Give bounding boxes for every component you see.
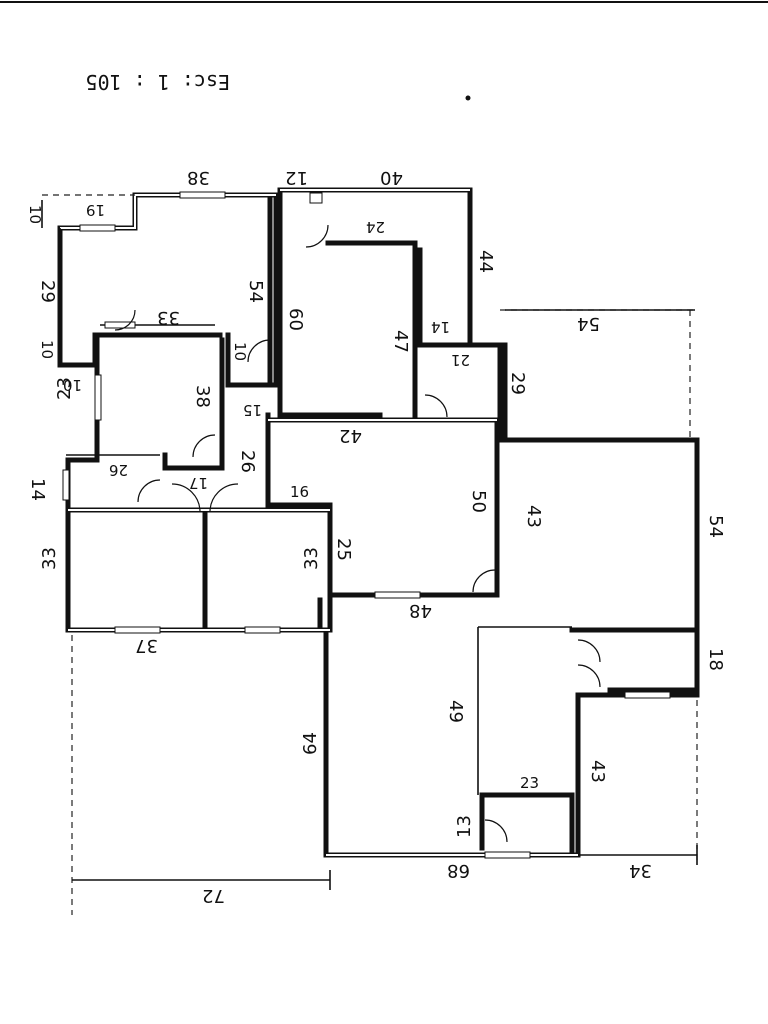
dim-label: 33 [301, 547, 322, 570]
dim-label: 12 [285, 167, 308, 188]
dim-label: 37 [135, 635, 158, 656]
dim-label: 43 [523, 505, 544, 528]
dim-label: 14 [27, 478, 48, 501]
dim-label: 25 [333, 538, 354, 561]
dim-label: 43 [587, 760, 608, 783]
dim-label: 10 [26, 205, 44, 224]
dim-label: 24 [366, 218, 385, 236]
dim-label: 38 [192, 385, 213, 408]
dim-label: 40 [380, 167, 403, 188]
dim-label: 10 [63, 376, 82, 394]
ink-dot [465, 95, 471, 101]
dim-label: 10 [38, 340, 56, 359]
dashed-lines [42, 194, 698, 915]
dim-label: 14 [431, 318, 450, 336]
walls [57, 187, 700, 858]
dim-label: 18 [705, 648, 726, 671]
scale-note: Esc: 1 : 105 [86, 70, 231, 94]
dim-label: 68 [447, 860, 470, 881]
dimension-lines [41, 200, 698, 890]
dim-label: 48 [409, 600, 432, 621]
dim-label: 49 [445, 700, 466, 723]
dim-label: 13 [454, 815, 475, 838]
dim-label: 15 [243, 401, 262, 419]
dim-label: 42 [339, 425, 362, 446]
dim-label: 54 [577, 313, 600, 334]
dim-label: 26 [109, 461, 128, 479]
windows [62, 191, 671, 859]
dim-label: 29 [507, 372, 528, 395]
dim-label: 16 [290, 483, 309, 501]
dim-label: 38 [187, 167, 210, 188]
dim-label: 19 [86, 201, 105, 219]
dim-label: 33 [157, 307, 180, 328]
dim-label: 47 [390, 330, 411, 353]
dim-label: 29 [37, 280, 58, 303]
dim-label: 44 [475, 250, 496, 273]
dim-label: 17 [189, 474, 208, 492]
dim-label: 54 [705, 515, 726, 538]
dim-label: 34 [629, 860, 652, 881]
dim-label: 10 [231, 342, 249, 361]
dim-label: 72 [202, 885, 225, 906]
dim-label: 50 [468, 490, 489, 513]
dim-label: 60 [285, 308, 306, 331]
dimension-labels: 38 12 40 19 10 29 10 10 33 54 60 24 44 1… [26, 167, 726, 906]
dim-label: 21 [451, 351, 470, 369]
door-swings [114, 224, 601, 843]
dim-label: 33 [39, 547, 60, 570]
dim-label: 23 [54, 377, 75, 400]
dim-label: 23 [520, 774, 539, 792]
dim-label: 64 [300, 732, 321, 755]
dim-label: 26 [237, 450, 258, 473]
dim-label: 54 [245, 280, 266, 303]
